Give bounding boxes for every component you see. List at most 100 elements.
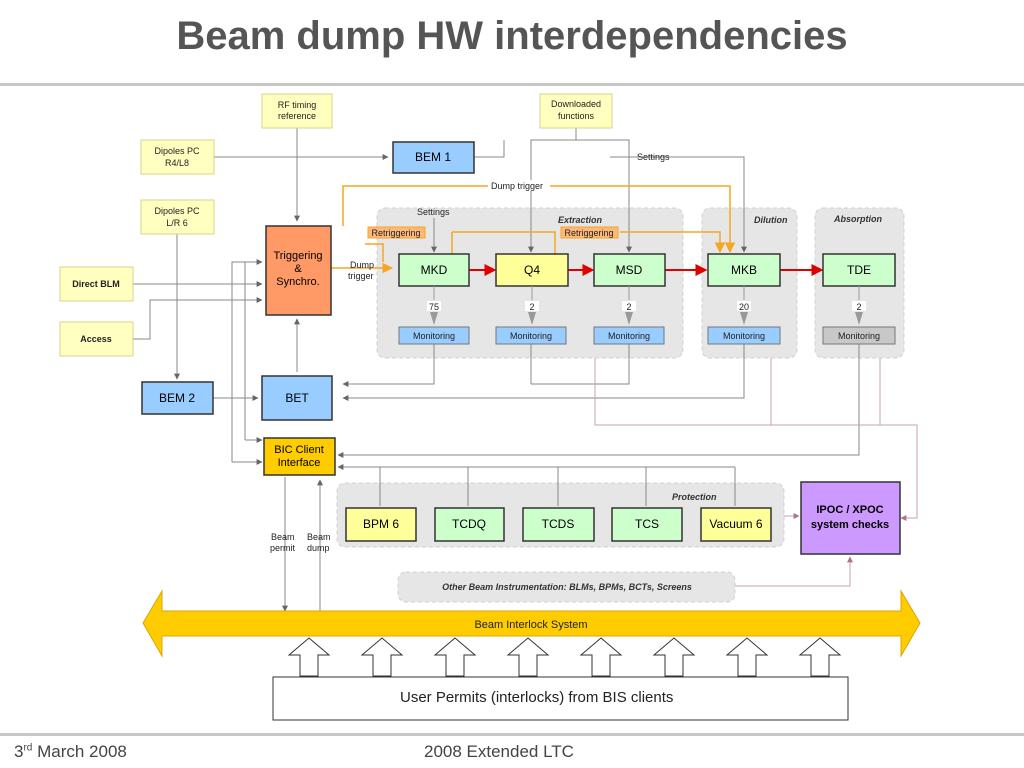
bem1-block: BEM 1 bbox=[392, 141, 475, 174]
svg-text:MKD: MKD bbox=[421, 263, 448, 277]
settings-label-2: Settings bbox=[637, 152, 670, 162]
protection-vacuum6: Vacuum 6 bbox=[700, 507, 772, 542]
diagram-canvas: Extraction Dilution Absorption Protectio… bbox=[51, 88, 927, 730]
footer-divider bbox=[0, 733, 1024, 736]
other-bi-label: Other Beam Instrumentation: BLMs, BPMs, … bbox=[442, 582, 692, 592]
protection-label: Protection bbox=[672, 492, 717, 502]
svg-text:Synchro.: Synchro. bbox=[276, 276, 319, 288]
kicker-counts: 75 2 2 20 2 bbox=[427, 286, 866, 325]
bis-label: Beam Interlock System bbox=[474, 619, 587, 631]
footer-date: 3rd March 2008 bbox=[14, 742, 127, 761]
retriggering-label-1: Retriggering bbox=[371, 228, 420, 238]
svg-text:BIC Client: BIC Client bbox=[274, 444, 324, 456]
svg-text:Q4: Q4 bbox=[524, 263, 540, 277]
retriggering-label-2: Retriggering bbox=[564, 228, 613, 238]
svg-text:Dipoles PC: Dipoles PC bbox=[154, 146, 200, 156]
other-bi-group: Other Beam Instrumentation: BLMs, BPMs, … bbox=[397, 571, 736, 603]
svg-text:&: & bbox=[294, 263, 302, 275]
beam-interlock-arrow: Beam Interlock System bbox=[142, 589, 921, 658]
kicker-mkb: MKB bbox=[707, 253, 781, 287]
dump-trigger-side-2: trigger bbox=[348, 271, 374, 281]
svg-text:Vacuum 6: Vacuum 6 bbox=[709, 517, 762, 531]
extraction-label: Extraction bbox=[558, 215, 603, 225]
svg-text:BET: BET bbox=[285, 391, 309, 405]
svg-text:R4/L8: R4/L8 bbox=[165, 158, 189, 168]
up-arrow-7 bbox=[725, 637, 769, 677]
kicker-tde: TDE bbox=[822, 253, 896, 287]
svg-text:Downloaded: Downloaded bbox=[551, 99, 601, 109]
kicker-q4: Q4 bbox=[495, 253, 569, 287]
svg-text:IPOC / XPOC: IPOC / XPOC bbox=[816, 504, 883, 516]
page-title: Beam dump HW interdependencies bbox=[176, 14, 848, 58]
svg-text:RF timing: RF timing bbox=[278, 100, 317, 110]
bet-block: BET bbox=[261, 375, 333, 421]
svg-text:BEM 1: BEM 1 bbox=[415, 150, 451, 164]
svg-text:BEM 2: BEM 2 bbox=[159, 391, 195, 405]
svg-text:L/R 6: L/R 6 bbox=[166, 218, 188, 228]
dilution-label: Dilution bbox=[754, 215, 788, 225]
svg-text:Dipoles PC: Dipoles PC bbox=[154, 206, 200, 216]
connector-lines bbox=[133, 128, 860, 612]
dump-trigger-bg bbox=[488, 180, 550, 191]
svg-text:Interface: Interface bbox=[278, 457, 321, 469]
count-mkd: 75 bbox=[427, 286, 441, 325]
ipoc-lines bbox=[594, 358, 918, 587]
dump-trigger-side-1: Dump bbox=[350, 260, 374, 270]
svg-text:TCDS: TCDS bbox=[542, 517, 575, 531]
interdependency-diagram: Extraction Dilution Absorption Protectio… bbox=[59, 93, 921, 721]
svg-text:MKB: MKB bbox=[731, 263, 757, 277]
beam-dump-2: dump bbox=[307, 543, 330, 553]
protection-tcds: TCDS bbox=[522, 507, 595, 542]
bem2-block: BEM 2 bbox=[141, 381, 214, 415]
user-permits-box: User Permits (interlocks) from BIS clien… bbox=[272, 676, 849, 721]
beam-dump-1: Beam bbox=[307, 532, 331, 542]
ipoc-block: IPOC / XPOC system checks bbox=[800, 481, 901, 555]
dump-trigger-label: Dump trigger bbox=[491, 181, 543, 191]
footer-event: 2008 Extended LTC bbox=[424, 742, 574, 761]
retriggering-tag-2: Retriggering bbox=[560, 226, 619, 239]
monitoring-msd: Monitoring bbox=[593, 326, 665, 345]
svg-text:Monitoring: Monitoring bbox=[608, 331, 650, 341]
svg-text:reference: reference bbox=[278, 111, 316, 121]
kicker-mkd: MKD bbox=[398, 253, 470, 287]
up-arrow-8 bbox=[798, 637, 842, 677]
protection-tcdq: TCDQ bbox=[434, 507, 505, 542]
beam-permit-2: permit bbox=[270, 543, 296, 553]
count-q4: 2 bbox=[525, 286, 539, 325]
svg-text:Monitoring: Monitoring bbox=[510, 331, 552, 341]
svg-text:2: 2 bbox=[529, 302, 534, 312]
protection-tcs: TCS bbox=[611, 507, 683, 542]
monitoring-mkd: Monitoring bbox=[398, 326, 470, 345]
svg-text:Access: Access bbox=[80, 334, 112, 344]
svg-text:Direct BLM: Direct BLM bbox=[72, 279, 120, 289]
count-tde: 2 bbox=[852, 286, 866, 325]
bic-client-block: BIC Client Interface bbox=[263, 437, 336, 476]
dipoles-lr-box: Dipoles PC L/R 6 bbox=[140, 199, 215, 235]
svg-text:Monitoring: Monitoring bbox=[413, 331, 455, 341]
monitoring-q4: Monitoring bbox=[495, 326, 567, 345]
up-arrow-1 bbox=[287, 637, 331, 677]
svg-text:2: 2 bbox=[626, 302, 631, 312]
monitoring-tde: Monitoring bbox=[822, 326, 896, 345]
svg-text:functions: functions bbox=[558, 111, 595, 121]
user-permit-arrows bbox=[287, 637, 842, 677]
svg-text:Monitoring: Monitoring bbox=[723, 331, 765, 341]
up-arrow-4 bbox=[506, 637, 550, 677]
up-arrow-2 bbox=[360, 637, 404, 677]
count-mkb: 20 bbox=[737, 286, 751, 325]
up-arrow-3 bbox=[433, 637, 477, 677]
title-divider bbox=[0, 83, 1024, 86]
absorption-label: Absorption bbox=[833, 214, 882, 224]
retriggering-tag-1: Retriggering bbox=[367, 226, 426, 239]
svg-text:2: 2 bbox=[856, 302, 861, 312]
svg-text:75: 75 bbox=[429, 302, 439, 312]
protection-bpm6: BPM 6 bbox=[345, 507, 417, 542]
up-arrow-6 bbox=[652, 637, 696, 677]
up-arrow-5 bbox=[579, 637, 623, 677]
user-permits-text: User Permits (interlocks) from BIS clien… bbox=[400, 689, 674, 706]
kicker-msd: MSD bbox=[593, 253, 666, 287]
downloaded-functions-box: Downloaded functions bbox=[539, 93, 613, 129]
svg-text:TCS: TCS bbox=[635, 517, 659, 531]
svg-text:Monitoring: Monitoring bbox=[838, 331, 880, 341]
count-msd: 2 bbox=[622, 286, 636, 325]
